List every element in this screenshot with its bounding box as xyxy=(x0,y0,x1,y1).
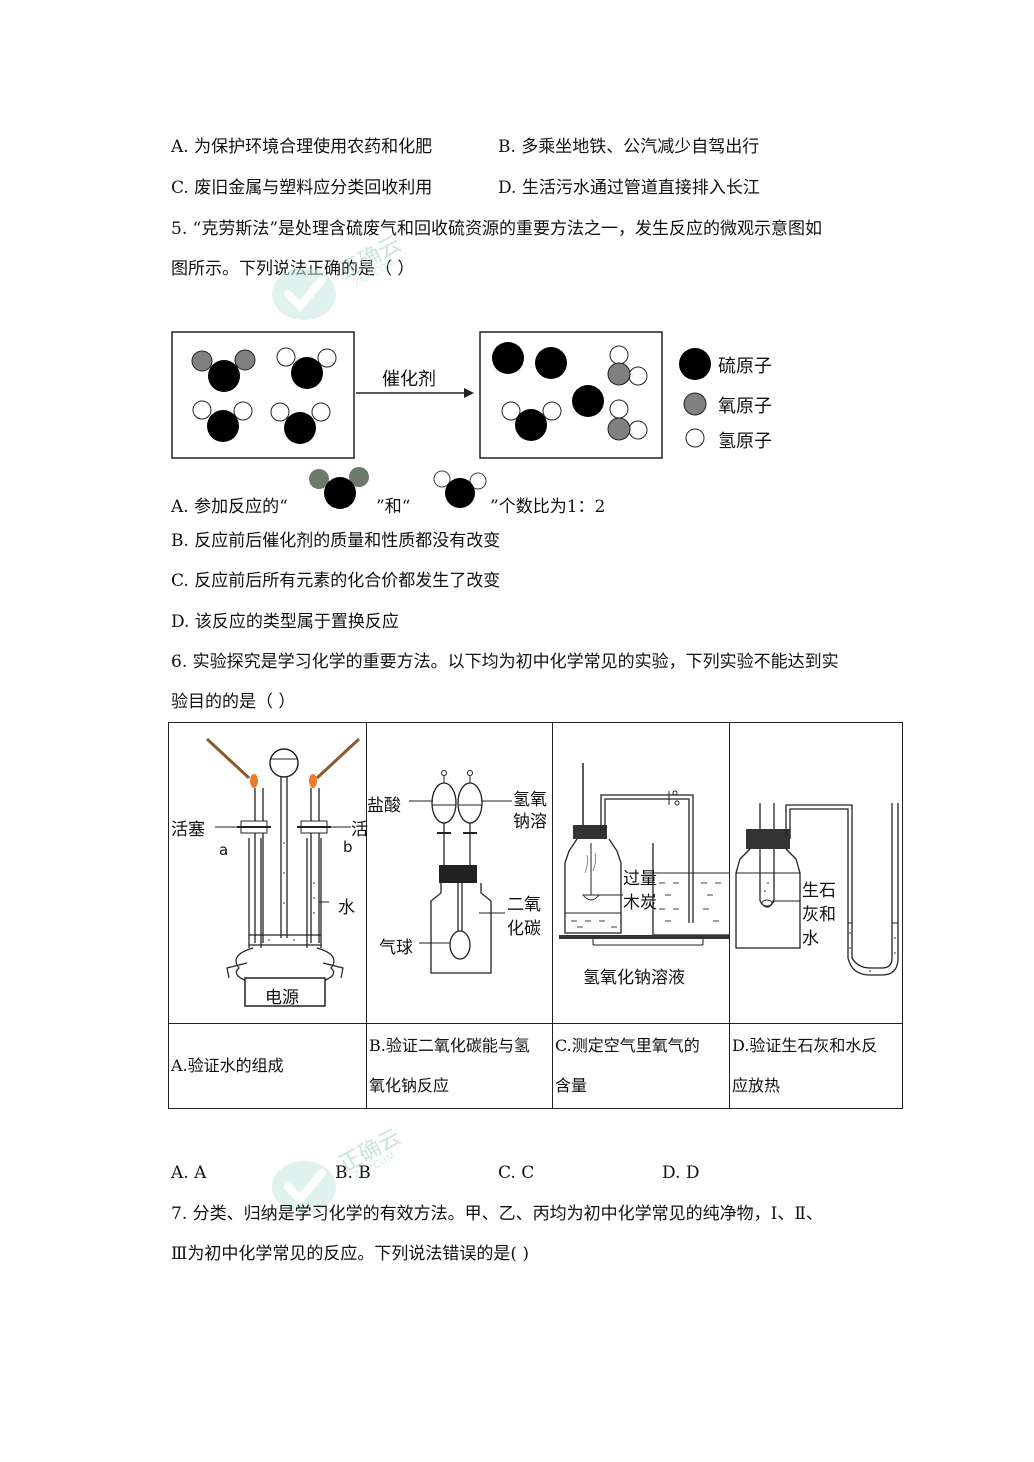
q4-option-a: A. 为保护环境合理使用农药和化肥 xyxy=(171,137,433,157)
h2s-molecule xyxy=(501,401,562,441)
q5-option-d: D. 该反应的类型属于置换反应 xyxy=(171,612,399,632)
quicklime-label-line2: 灰和 xyxy=(802,905,836,925)
q5-stem-line2: 图所示。下列说法正确的是（ ） xyxy=(171,259,415,279)
experiment-table: 活塞 活 a b 水 电源 xyxy=(168,722,903,1109)
q6-stem-line2: 验目的的是（ ） xyxy=(171,692,296,712)
tube-b-label: b xyxy=(343,838,353,856)
quicklime-label-line1: 生石 xyxy=(802,881,836,901)
h2s-molecule xyxy=(270,402,331,444)
co2-naoh-apparatus xyxy=(409,770,512,974)
balloon-label: 气球 xyxy=(379,938,413,958)
caption-c-line2: 含量 xyxy=(555,1076,588,1095)
q5-option-a: A. 参加反应的“ xyxy=(171,496,288,518)
so2-molecule xyxy=(191,349,256,392)
q6-option-b: B. B xyxy=(335,1163,371,1183)
h2s-molecule xyxy=(276,347,337,389)
q7-stem-line1: 7. 分类、归纳是学习化学的有效方法。甲、乙、丙均为初中化学常见的纯净物，Ⅰ、Ⅱ… xyxy=(171,1204,823,1224)
legend-hydrogen-label: 氢原子 xyxy=(718,431,772,452)
q5-stem-line1: 5. “克劳斯法”是处理含硫废气和回收硫资源的重要方法之一，发生反应的微观示意图… xyxy=(171,219,823,239)
quicklime-apparatus xyxy=(735,803,899,976)
water-label: 水 xyxy=(338,898,355,918)
q5-option-a-part2: ”和“ xyxy=(376,497,411,517)
q4-option-b: B. 多乘坐地铁、公汽减少自驾出行 xyxy=(498,137,760,157)
tube-a-label: a xyxy=(219,841,229,859)
co2-label-line1: 二氧 xyxy=(507,895,541,915)
legend-sulfur-icon xyxy=(679,348,711,380)
watermark-cloud-icon xyxy=(272,268,336,320)
caption-d: D.验证生石灰和水反 应放热 xyxy=(729,1023,903,1109)
hcl-label: 盐酸 xyxy=(367,796,401,816)
q5-option-c: C. 反应前后所有元素的化合价都发生了改变 xyxy=(171,571,501,591)
q4-option-c: C. 废旧金属与塑料应分类回收利用 xyxy=(171,178,433,198)
caption-a-text: A.验证水的组成 xyxy=(171,1056,284,1075)
so2-inline-icon xyxy=(309,467,369,509)
excess-label-line2: 木炭 xyxy=(623,893,657,913)
q6-option-d: D. D xyxy=(662,1163,700,1183)
legend-hydrogen-icon xyxy=(685,428,705,448)
sulfur-atom xyxy=(492,342,524,374)
caption-b-line1: B.验证二氧化碳能与氢 xyxy=(369,1036,530,1055)
oxygen-content-apparatus xyxy=(559,763,729,946)
balloon-icon xyxy=(449,930,471,960)
diagram-cell-b: 盐酸 氢氧 钠溶 二氧 化碳 气球 xyxy=(366,722,553,1024)
diagram-cell-a: 活塞 活 a b 水 电源 xyxy=(168,722,368,1024)
caption-c: C.测定空气里氧气的 含量 xyxy=(552,1023,730,1109)
caption-b-line2: 氧化钠反应 xyxy=(369,1076,450,1095)
watermark-logo-top: 正确云 ZQY.COM xyxy=(266,222,436,322)
caption-a: A.验证水的组成 xyxy=(168,1023,367,1109)
q5-option-a-part1: A. 参加反应的“ xyxy=(171,497,288,517)
caption-b: B.验证二氧化碳能与氢 氧化钠反应 xyxy=(366,1023,553,1109)
q5-option-a-part3: ”个数比为1：2 xyxy=(490,497,606,517)
reaction-micro-diagram xyxy=(171,331,711,459)
watermark-logo-bottom: 正确云 ZQY.COM xyxy=(266,1115,436,1215)
q6-option-a: A. A xyxy=(171,1163,207,1183)
caption-c-line1: C.测定空气里氧气的 xyxy=(555,1036,700,1055)
watermark-cloud-icon xyxy=(272,1161,336,1213)
naoh-label-line1: 氢氧 xyxy=(513,790,547,810)
clamp-icon xyxy=(668,790,680,806)
h2o-molecule xyxy=(607,399,648,441)
legend-oxygen-icon xyxy=(683,392,707,416)
h2s-inline-icon xyxy=(433,470,487,508)
q6-option-c: C. C xyxy=(498,1163,535,1183)
q7-stem-line2: Ⅲ为初中化学常见的反应。下列说法错误的是( ) xyxy=(171,1244,530,1264)
legend-sulfur-label: 硫原子 xyxy=(718,356,772,377)
sulfur-atom xyxy=(572,385,604,417)
h2s-molecule xyxy=(192,400,253,442)
co2-label-line2: 化碳 xyxy=(507,919,541,939)
power-supply-box xyxy=(244,977,326,1007)
diagram-cell-d: 生石 灰和 水 xyxy=(729,722,903,1024)
naoh-solution-label: 氢氧化钠溶液 xyxy=(583,968,685,988)
excess-label-line1: 过量 xyxy=(623,869,657,889)
caption-d-line2: 应放热 xyxy=(732,1076,781,1095)
h2o-molecule xyxy=(607,345,648,386)
q4-option-d: D. 生活污水通过管道直接排入长江 xyxy=(498,178,760,198)
diagram-cell-c: 过量 木炭 氢氧化钠溶液 xyxy=(552,722,730,1024)
catalyst-label: 催化剂 xyxy=(382,369,436,390)
q6-stem-line1: 6. 实验探究是学习化学的重要方法。以下均为初中化学常见的实验，下列实验不能达到… xyxy=(171,652,839,672)
stopcock-label: 活塞 xyxy=(171,820,205,840)
quicklime-label-line3: 水 xyxy=(802,929,819,949)
naoh-label-line2: 钠溶 xyxy=(513,812,547,832)
electrolysis-apparatus xyxy=(205,737,361,1007)
power-label: 电源 xyxy=(265,988,299,1008)
q5-option-b: B. 反应前后催化剂的质量和性质都没有改变 xyxy=(171,531,501,551)
sulfur-atom xyxy=(535,347,567,379)
legend-oxygen-label: 氧原子 xyxy=(718,396,772,417)
caption-d-line1: D.验证生石灰和水反 xyxy=(732,1036,878,1055)
stopcock-label-right: 活 xyxy=(351,820,368,840)
